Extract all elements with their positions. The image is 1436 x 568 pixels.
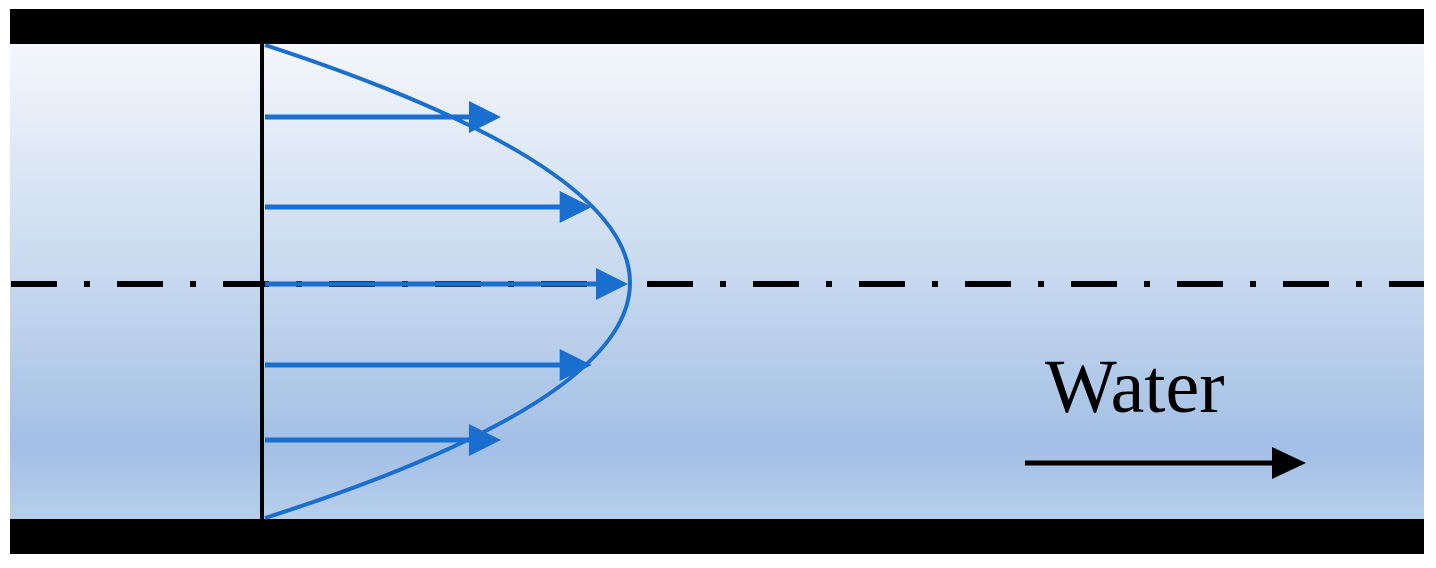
- water-label: Water: [1045, 345, 1225, 429]
- velocity-arrows: [265, 101, 628, 456]
- arrowhead-icon: [559, 349, 592, 381]
- flow-direction-arrow-icon: [1272, 447, 1306, 479]
- velocity-arrow: [265, 268, 628, 300]
- arrowhead-icon: [468, 424, 501, 456]
- arrowhead-icon: [468, 101, 501, 133]
- velocity-arrow: [265, 101, 501, 133]
- arrowhead-icon: [596, 268, 628, 300]
- arrowhead-icon: [559, 191, 592, 223]
- velocity-arrow: [265, 349, 592, 381]
- pipe-wall-bottom: [10, 519, 1424, 554]
- pipe-wall-top: [10, 9, 1424, 44]
- velocity-arrow: [265, 424, 501, 456]
- velocity-arrow: [265, 191, 592, 223]
